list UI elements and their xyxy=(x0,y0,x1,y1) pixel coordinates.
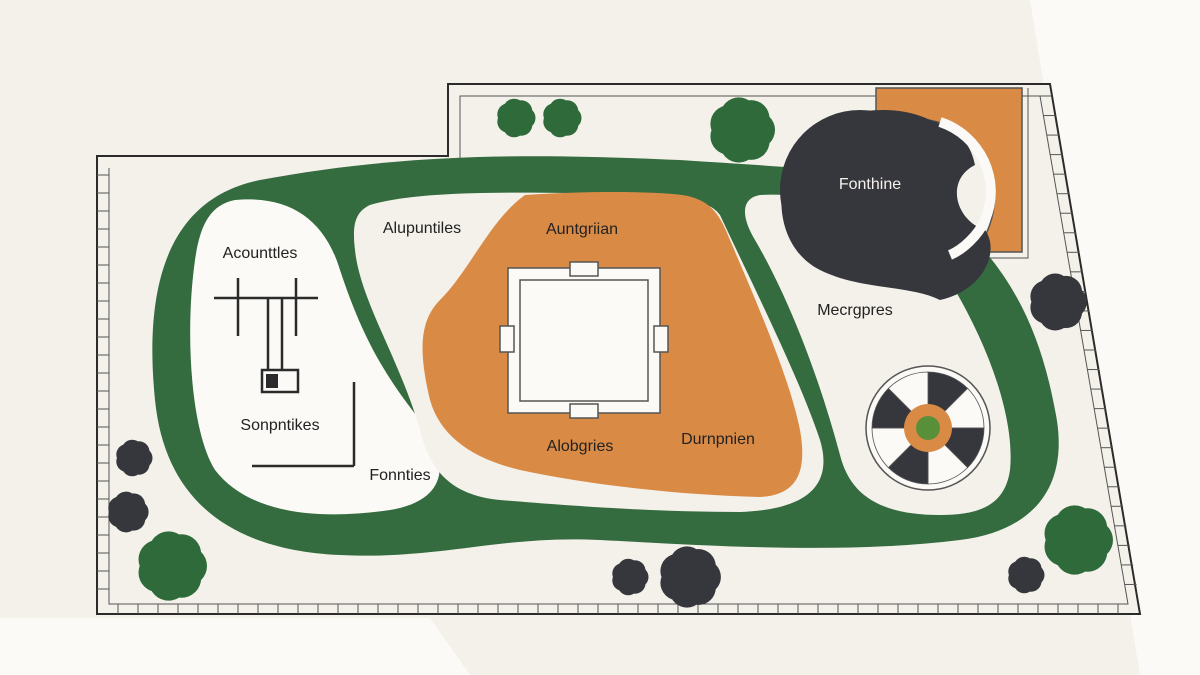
label-durnpnien: Durnpnien xyxy=(681,431,755,448)
fence-ticks xyxy=(97,95,1137,614)
label-sonpntikes: Sonpntikes xyxy=(240,417,319,434)
tree-icon xyxy=(497,98,536,138)
shrub-icon xyxy=(612,558,649,596)
white-corner-bottom-left xyxy=(0,618,470,675)
label-alupuntiles: Alupuntiles xyxy=(383,220,461,237)
tree-icon xyxy=(710,97,776,163)
shrub-icon xyxy=(1008,556,1045,594)
pavilion xyxy=(499,261,669,419)
fountain-basin xyxy=(780,110,940,270)
swing-set-icon xyxy=(214,278,356,468)
carousel-icon xyxy=(865,365,991,491)
corner-garden-edge xyxy=(978,88,1029,259)
left-lawn xyxy=(190,199,440,515)
shrub-icon xyxy=(108,491,149,533)
vegetation xyxy=(108,97,1114,608)
shrub-icon xyxy=(116,439,153,477)
tree-icon xyxy=(543,98,582,138)
label-aunigrian: Auntgriian xyxy=(546,221,618,238)
label-alobgries: Alobgries xyxy=(547,438,614,455)
tree-icon xyxy=(1044,505,1114,575)
shrub-icon xyxy=(660,546,721,608)
label-fonnties: Fonnties xyxy=(369,467,430,484)
label-mecrgpres: Mecrgpres xyxy=(817,302,893,319)
label-acountles: Acounttles xyxy=(223,245,298,262)
label-fonthine: Fonthine xyxy=(839,176,901,193)
white-corner-top-right xyxy=(1030,0,1200,675)
fountain-inlet xyxy=(938,117,996,260)
tree-icon xyxy=(138,531,207,601)
shrub-icon xyxy=(1030,273,1087,331)
